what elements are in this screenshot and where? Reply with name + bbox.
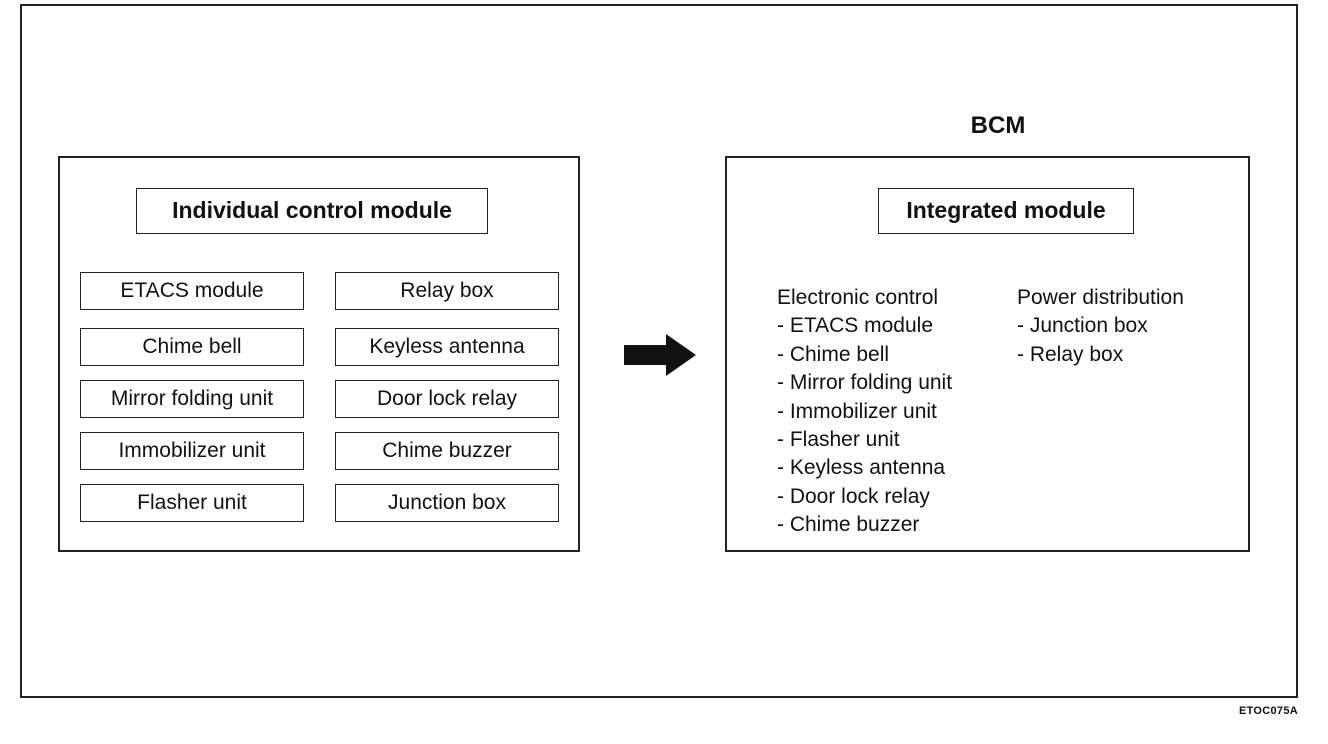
integrated-module-title: Integrated module — [878, 188, 1134, 234]
unit-box-immobilizer-unit: Immobilizer unit — [80, 432, 304, 470]
integrated-module-panel: Integrated module Electronic control - E… — [725, 156, 1250, 552]
individual-control-module-title: Individual control module — [136, 188, 488, 234]
electronic-control-heading: Electronic control — [777, 286, 939, 309]
list-item: - Mirror folding unit — [777, 371, 953, 395]
bcm-label: BCM — [970, 112, 1026, 139]
diagram-frame — [20, 4, 1298, 698]
list-item: - Chime bell — [777, 342, 890, 366]
electronic-control-list: Electronic control - ETACS module - Chim… — [777, 284, 952, 540]
list-item: - Flasher unit — [777, 428, 900, 452]
unit-box-mirror-folding-unit: Mirror folding unit — [80, 380, 304, 418]
list-item: - Immobilizer unit — [777, 399, 937, 423]
unit-box-flasher-unit: Flasher unit — [80, 484, 304, 522]
unit-box-etacs-module: ETACS module — [80, 272, 304, 310]
list-item: - ETACS module — [777, 314, 933, 338]
individual-control-panel: Individual control module ETACS module R… — [58, 156, 580, 552]
unit-box-chime-bell: Chime bell — [80, 328, 304, 366]
list-item: - Junction box — [1017, 314, 1148, 338]
unit-box-relay-box: Relay box — [335, 272, 559, 310]
figure-code: ETOC075A — [1238, 705, 1298, 717]
list-item: - Relay box — [1017, 342, 1124, 366]
unit-box-door-lock-relay: Door lock relay — [335, 380, 559, 418]
list-item: - Keyless antenna — [777, 456, 946, 480]
unit-box-junction-box: Junction box — [335, 484, 559, 522]
power-distribution-heading: Power distribution — [1017, 286, 1184, 309]
right-arrow-icon — [624, 334, 696, 376]
list-item: - Door lock relay — [777, 484, 930, 508]
power-distribution-list: Power distribution - Junction box - Rela… — [1017, 284, 1184, 369]
unit-box-keyless-antenna: Keyless antenna — [335, 328, 559, 366]
unit-box-chime-buzzer: Chime buzzer — [335, 432, 559, 470]
list-item: - Chime buzzer — [777, 513, 920, 537]
